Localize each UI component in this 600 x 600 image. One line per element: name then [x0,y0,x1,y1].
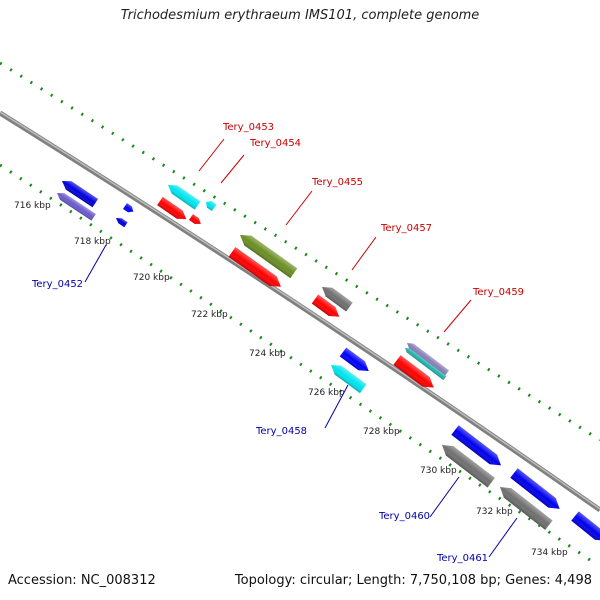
feature-arrow [339,347,369,372]
feature-arrow [311,294,340,317]
leader-line [443,299,472,333]
feature-arrow [500,487,553,530]
feature-arrow [451,425,501,466]
leader-line [220,154,245,184]
tick-label: 720 kbp [133,273,170,283]
tick-label: 732 kbp [476,507,513,517]
genome-backbone-highlight [0,111,600,510]
feature-arrow [405,348,447,381]
gene-label-tery-0457[interactable]: Tery_0457 [380,223,432,234]
feature-arrow [442,445,495,488]
leader-line [351,236,377,271]
gene-label-tery-0460[interactable]: Tery_0460 [378,511,430,522]
tick-label: 722 kbp [191,310,228,320]
outer-dotted-ring [0,61,600,442]
feature-arrow [57,193,96,221]
map-title: Trichodesmium erythraeum IMS101, complet… [120,8,480,23]
feature-arrow [571,511,600,542]
feature-arrow [188,214,201,224]
gene-label-tery-0454[interactable]: Tery_0454 [249,138,301,149]
tick-label: 730 kbp [420,466,457,476]
gene-label-tery-0455[interactable]: Tery_0455 [311,177,363,188]
feature-arrow [240,235,298,279]
leader-line [429,476,460,518]
feature-arrow [393,355,434,388]
tick-label: 726 kbp [308,388,345,398]
genome-backbone [0,110,600,513]
leader-line [84,244,107,283]
topology-text: Topology: circular; Length: 7,750,108 bp… [234,573,592,588]
feature-arrow [168,185,201,210]
tick-label: 728 kbp [363,427,400,437]
inner-dotted-ring [0,163,591,562]
gene-label-tery-0459[interactable]: Tery_0459 [472,287,524,298]
feature-arrow [331,365,367,394]
gene-label-tery-0452[interactable]: Tery_0452 [31,279,83,290]
feature-arrow [157,196,187,220]
accession-text: Accession: NC_008312 [8,573,156,588]
gene-label-tery-0461[interactable]: Tery_0461 [436,553,488,564]
gene-label-tery-0458[interactable]: Tery_0458 [255,426,307,437]
feature-arrow [123,203,134,213]
tick-label: 734 kbp [531,548,568,558]
feature-arrow [407,343,450,376]
feature-arrow [116,218,128,228]
gene-label-tery-0453[interactable]: Tery_0453 [222,122,274,133]
feature-arrow [510,468,560,509]
leader-line [285,190,313,226]
feature-arrow [62,181,99,208]
feature-arrow [322,287,353,312]
feature-arrow [206,201,217,212]
leader-line [198,138,225,172]
tick-label: 718 kbp [74,237,111,247]
leader-line [488,517,518,558]
leader-line [324,384,349,429]
tick-label: 724 kbp [249,349,286,359]
tick-label: 716 kbp [14,201,51,211]
feature-arrow [228,247,281,287]
